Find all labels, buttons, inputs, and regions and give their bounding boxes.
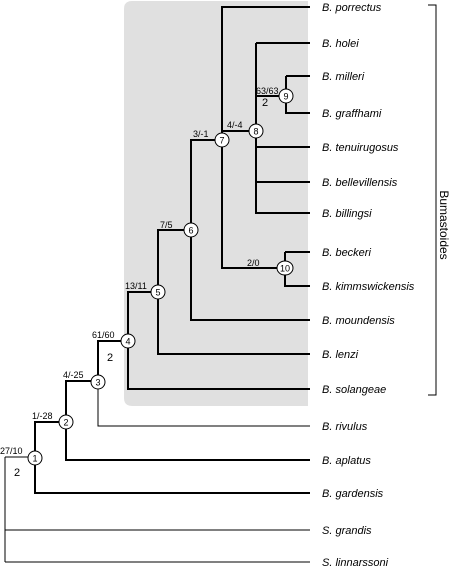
node-number: 2 [63, 418, 68, 428]
taxon-labels: B. porrectus B. holei B. milleri B. graf… [322, 2, 415, 568]
taxon-label-porrectus: B. porrectus [322, 2, 382, 14]
taxon-label-lenzi: B. lenzi [322, 349, 359, 361]
taxon-label-grandis: S. grandis [322, 525, 372, 537]
node-support: 13/11 [125, 281, 147, 291]
node-marker: 5 [150, 284, 166, 300]
node-number: 6 [188, 226, 193, 236]
node-marker: 10 [276, 260, 294, 276]
node-support: 61/60 [92, 330, 115, 340]
node-marker: 3 [90, 374, 106, 390]
node-number: 10 [280, 264, 290, 274]
node-marker: 2 [58, 414, 74, 430]
node-number: 3 [95, 378, 100, 388]
node-marker: 7 [214, 132, 230, 148]
taxon-label-beckeri: B. beckeri [322, 247, 371, 259]
node-support: 2/0 [247, 258, 260, 268]
node-bremer: 2 [14, 467, 20, 479]
node-number: 4 [125, 337, 130, 347]
node-number: 5 [155, 288, 160, 298]
node-support: 1/-28 [32, 411, 53, 421]
support-values: 27/10 1/-28 4/-25 61/60 13/11 7/5 3/-1 4… [0, 86, 279, 456]
taxon-label-holei: B. holei [322, 38, 359, 50]
node-bremer: 2 [107, 352, 113, 364]
node-support: 7/5 [160, 220, 173, 230]
node-marker: 8 [248, 123, 264, 139]
node-bremer: 2 [262, 97, 268, 109]
node-support: 27/10 [0, 446, 23, 456]
taxon-label-billingsi: B. billingsi [322, 208, 372, 220]
node-marker: 6 [183, 222, 199, 238]
node-marker: 4 [120, 333, 136, 349]
taxon-label-rivulus: B. rivulus [322, 421, 368, 433]
taxon-label-linnarssoni: S. linnarssoni [322, 557, 389, 568]
taxon-label-tenuirugosus: B. tenuirugosus [322, 142, 399, 154]
node-markers: 1 2 3 4 5 6 7 8 [27, 88, 294, 466]
taxon-label-graffhami: B. graffhami [322, 108, 382, 120]
node-support: 4/-25 [63, 370, 84, 380]
node-support: 3/-1 [193, 129, 209, 139]
taxon-label-solangeae: B. solangeae [322, 384, 386, 396]
clade-bracket [428, 4, 437, 396]
taxon-label-moundensis: B. moundensis [322, 315, 395, 327]
node-number: 9 [283, 92, 288, 102]
taxon-label-gardensis: B. gardensis [322, 488, 384, 500]
bremer-values: 2 2 2 [14, 97, 268, 479]
taxon-label-kimmswickensis: B. kimmswickensis [322, 281, 415, 293]
node-marker: 1 [27, 450, 43, 466]
node-number: 8 [253, 127, 258, 137]
taxon-label-bellevillensis: B. bellevillensis [322, 177, 398, 189]
node-support: 63/63 [256, 86, 279, 96]
taxon-label-aplatus: B. aplatus [322, 455, 371, 467]
taxon-label-milleri: B. milleri [322, 71, 365, 83]
ingroup-shading [124, 1, 308, 406]
node-support: 4/-4 [227, 120, 243, 130]
clade-label: Bumastoides [437, 190, 451, 259]
node-marker: 9 [278, 88, 294, 104]
node-number: 7 [219, 136, 224, 146]
node-number: 1 [32, 454, 37, 464]
branches-outer [4, 381, 310, 563]
